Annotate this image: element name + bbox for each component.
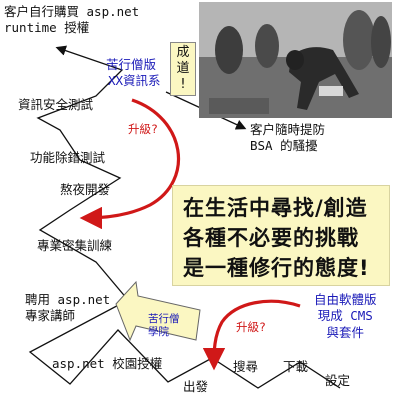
node-overnight-dev: 熬夜開發: [60, 182, 111, 197]
hire-expert-line1: 聘用 asp.net: [25, 292, 111, 307]
harass-line1: 客户隨時提防: [250, 122, 326, 137]
quote-line3: 是一種修行的態度!: [183, 256, 370, 280]
hire-expert-line2: 專家講師: [25, 307, 76, 323]
pirate-edition-label: 苦行僧版 XX資訊系: [106, 57, 161, 88]
free-software-line3: 與套件: [326, 324, 365, 340]
self-purchase-label: 客户自行購買 asp.net runtime 授權: [4, 4, 139, 35]
free-software-label: 自由軟體版 現成 CMS 與套件: [314, 292, 377, 341]
node-debug-test: 功能除錯測試: [30, 150, 106, 165]
academy-arrow: [115, 280, 201, 342]
node-campus-license: asp.net 校園授權: [52, 356, 163, 371]
pirate-line2: XX資訊系: [108, 72, 161, 88]
upgrade-arrow-bottom: [202, 299, 301, 371]
quote-box: 在生活中尋找/創造 各種不必要的挑戰 是一種修行的態度!: [172, 185, 390, 286]
quote-line2: 各種不必要的挑戰: [183, 226, 359, 250]
free-software-line1: 自由軟體版: [314, 292, 377, 307]
academy-label: 苦行僧 學院: [148, 313, 180, 338]
node-security-test: 資訊安全測試: [18, 97, 94, 112]
node-hire-expert: 聘用 asp.net 專家講師: [25, 292, 110, 323]
bsa-harassment-label: 客户隨時提防 BSA 的騷擾: [250, 122, 325, 153]
upgrade-arrow-top: [79, 98, 181, 230]
quote-line1: 在生活中尋找/創造: [183, 196, 368, 220]
self-purchase-line1: 客户自行購買 asp.net: [4, 4, 140, 19]
node-training: 專業密集訓練: [37, 238, 113, 253]
upgrade-label-bottom: 升級?: [236, 320, 266, 334]
photo-placeholder: [199, 2, 392, 118]
node-download: 下載: [283, 359, 309, 374]
self-purchase-line2: runtime 授權: [4, 19, 90, 35]
enlightenment-callout: 成 道 !: [170, 42, 196, 96]
free-software-line2: 現成 CMS: [317, 308, 373, 324]
photo-image: [199, 2, 392, 118]
pirate-line1: 苦行僧版: [106, 57, 157, 72]
upgrade-label-top: 升級?: [128, 122, 158, 136]
harass-line2: BSA 的騷擾: [250, 137, 318, 153]
node-start: 出發: [183, 379, 209, 394]
node-search: 搜尋: [233, 359, 259, 374]
node-configure: 設定: [325, 373, 351, 388]
